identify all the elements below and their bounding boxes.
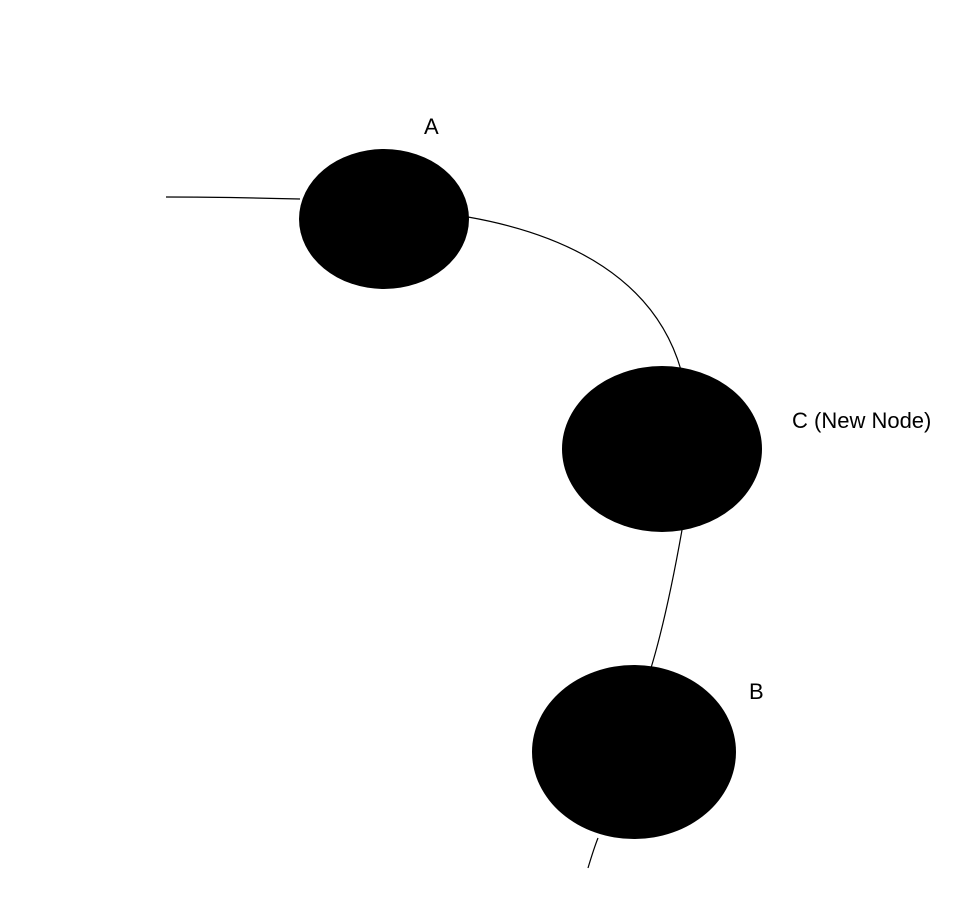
outgoing-edge-from-b [587,837,599,869]
node-a-label: A [424,114,439,139]
edge-c-to-b [650,529,683,669]
node-c-label: C (New Node) [792,408,931,433]
node-c [562,366,762,532]
edge-a-to-c [467,216,682,371]
node-b-label: B [749,679,764,704]
incoming-edge-to-a [165,196,301,200]
node-b [532,665,736,839]
node-a [299,149,469,289]
